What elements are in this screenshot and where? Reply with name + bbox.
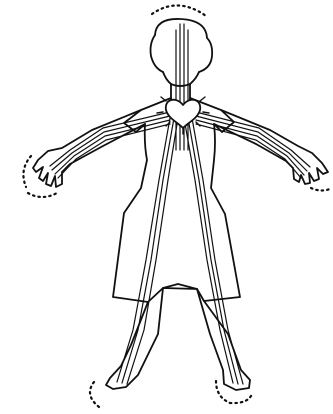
left-hand-radiance (23, 156, 31, 187)
right-hand-radiance (311, 188, 332, 191)
dress-body (113, 124, 240, 302)
radiating-dots (23, 5, 332, 407)
channel-line (184, 118, 233, 383)
left-foot-radiance (90, 382, 99, 407)
head-radiance (152, 5, 206, 16)
face (163, 72, 199, 86)
right-foot-radiance (216, 381, 252, 403)
left-hand-radiance-lower (28, 193, 57, 197)
energy-channels (50, 24, 310, 384)
legs (106, 288, 250, 390)
left-leg (106, 288, 163, 389)
hair-left (151, 35, 164, 72)
head (151, 19, 213, 100)
channel-line (117, 118, 170, 382)
channel-line (192, 118, 243, 384)
